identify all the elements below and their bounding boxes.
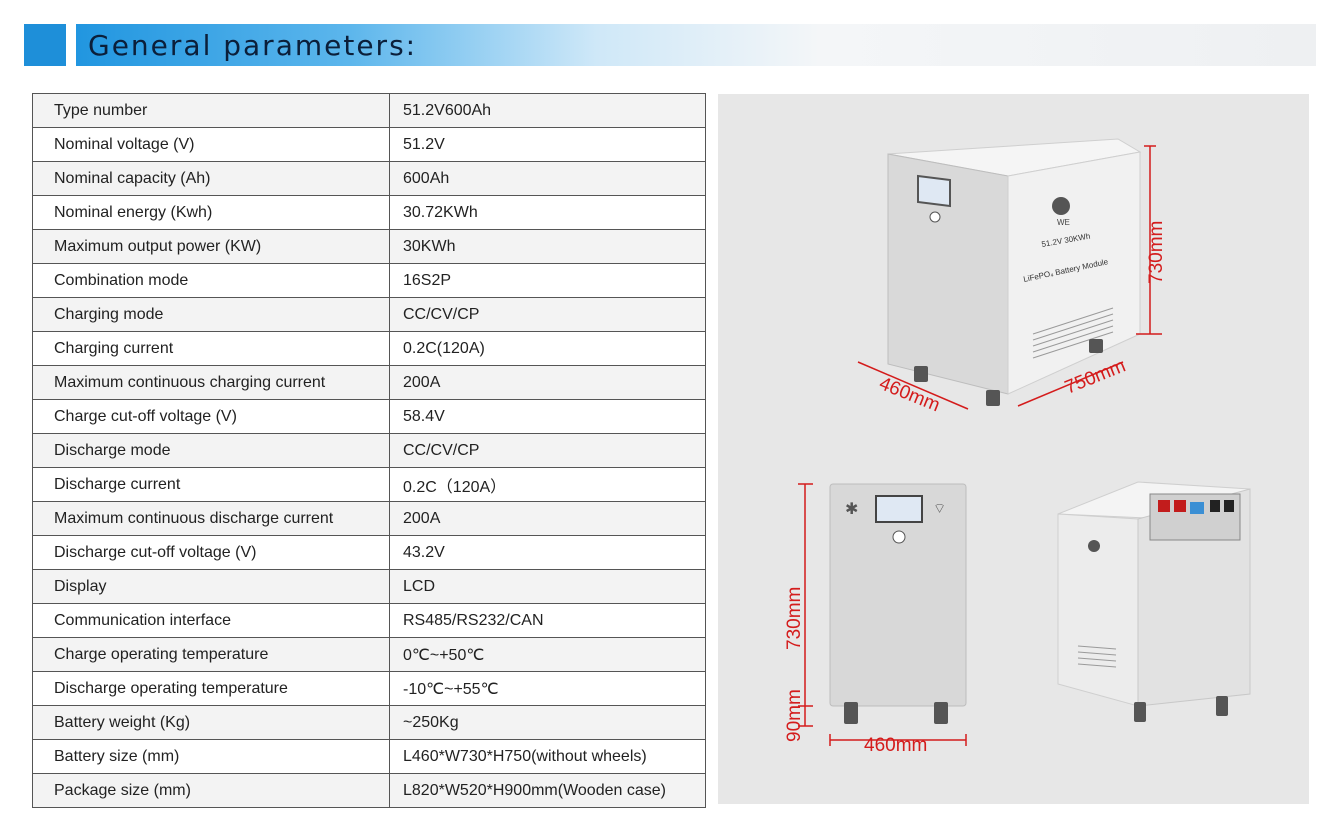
param-label: Battery weight (Kg) bbox=[32, 705, 390, 740]
dim-depth-top: 460mm bbox=[876, 373, 943, 416]
header-gradient-bar bbox=[76, 24, 1316, 66]
page-title: General parameters: bbox=[88, 29, 418, 62]
param-value: 30KWh bbox=[389, 229, 706, 264]
param-label: Maximum continuous charging current bbox=[32, 365, 390, 400]
param-label: Maximum continuous discharge current bbox=[32, 501, 390, 536]
param-label: Maximum output power (KW) bbox=[32, 229, 390, 264]
param-label: Type number bbox=[32, 93, 390, 128]
param-label: Package size (mm) bbox=[32, 773, 390, 808]
header-accent-square bbox=[24, 24, 66, 66]
param-label: Charge operating temperature bbox=[32, 637, 390, 672]
param-value: 30.72KWh bbox=[389, 195, 706, 230]
param-value: -10℃~+55℃ bbox=[389, 671, 706, 706]
param-label: Nominal capacity (Ah) bbox=[32, 161, 390, 196]
param-label: Nominal voltage (V) bbox=[32, 127, 390, 162]
param-label: Nominal energy (Kwh) bbox=[32, 195, 390, 230]
dim-width-front: 460mm bbox=[864, 735, 927, 756]
param-row: Battery weight (Kg)~250Kg bbox=[32, 705, 706, 740]
param-value: RS485/RS232/CAN bbox=[389, 603, 706, 638]
bluetooth-icon: ✱ bbox=[845, 499, 858, 518]
param-row: Discharge cut-off voltage (V)43.2V bbox=[32, 535, 706, 570]
param-row: Discharge operating temperature-10℃~+55℃ bbox=[32, 671, 706, 706]
param-label: Communication interface bbox=[32, 603, 390, 638]
cabinet-rear-view bbox=[1057, 481, 1251, 722]
param-value: ~250Kg bbox=[389, 705, 706, 740]
param-value: 16S2P bbox=[389, 263, 706, 298]
product-image-panel: WE 51.2V 30KWh LiFePO₄ Battery Module 73… bbox=[718, 94, 1309, 804]
param-value: L460*W730*H750(without wheels) bbox=[389, 739, 706, 774]
param-value: 200A bbox=[389, 501, 706, 536]
param-label: Charging mode bbox=[32, 297, 390, 332]
dim-wheels-front: 90mm bbox=[784, 689, 805, 742]
param-value: CC/CV/CP bbox=[389, 297, 706, 332]
brand-text: WE bbox=[1057, 218, 1070, 227]
param-label: Charging current bbox=[32, 331, 390, 366]
param-value: 51.2V600Ah bbox=[389, 93, 706, 128]
param-value: 0.2C（120A） bbox=[389, 467, 706, 502]
param-label: Discharge current bbox=[32, 467, 390, 502]
param-label: Discharge mode bbox=[32, 433, 390, 468]
param-value: L820*W520*H900mm(Wooden case) bbox=[389, 773, 706, 808]
param-row: Nominal energy (Kwh)30.72KWh bbox=[32, 195, 706, 230]
dim-height-top: 730mm bbox=[1146, 221, 1167, 284]
param-row: Maximum output power (KW)30KWh bbox=[32, 229, 706, 264]
param-row: Battery size (mm)L460*W730*H750(without … bbox=[32, 739, 706, 774]
param-value: 600Ah bbox=[389, 161, 706, 196]
param-value: CC/CV/CP bbox=[389, 433, 706, 468]
cabinet-iso-view: WE 51.2V 30KWh LiFePO₄ Battery Module 73… bbox=[857, 138, 1167, 416]
param-label: Combination mode bbox=[32, 263, 390, 298]
param-label: Display bbox=[32, 569, 390, 604]
param-label: Battery size (mm) bbox=[32, 739, 390, 774]
param-row: Package size (mm)L820*W520*H900mm(Wooden… bbox=[32, 773, 706, 808]
param-row: Nominal voltage (V)51.2V bbox=[32, 127, 706, 162]
param-value: LCD bbox=[389, 569, 706, 604]
param-label: Discharge cut-off voltage (V) bbox=[32, 535, 390, 570]
wifi-icon: ⌔ bbox=[933, 501, 946, 517]
cabinet-front-view: ✱ ⌔ 730mm 90mm 460mm bbox=[784, 483, 967, 756]
product-illustration: WE 51.2V 30KWh LiFePO₄ Battery Module 73… bbox=[784, 138, 1251, 756]
dim-height-front: 730mm bbox=[784, 587, 805, 650]
param-value: 200A bbox=[389, 365, 706, 400]
param-row: Nominal capacity (Ah)600Ah bbox=[32, 161, 706, 196]
param-row: Charge cut-off voltage (V)58.4V bbox=[32, 399, 706, 434]
param-label: Charge cut-off voltage (V) bbox=[32, 399, 390, 434]
param-value: 0.2C(120A) bbox=[389, 331, 706, 366]
param-value: 0℃~+50℃ bbox=[389, 637, 706, 672]
param-value: 58.4V bbox=[389, 399, 706, 434]
param-value: 43.2V bbox=[389, 535, 706, 570]
param-label: Discharge operating temperature bbox=[32, 671, 390, 706]
brand-logo-icon bbox=[1052, 197, 1070, 215]
param-value: 51.2V bbox=[389, 127, 706, 162]
